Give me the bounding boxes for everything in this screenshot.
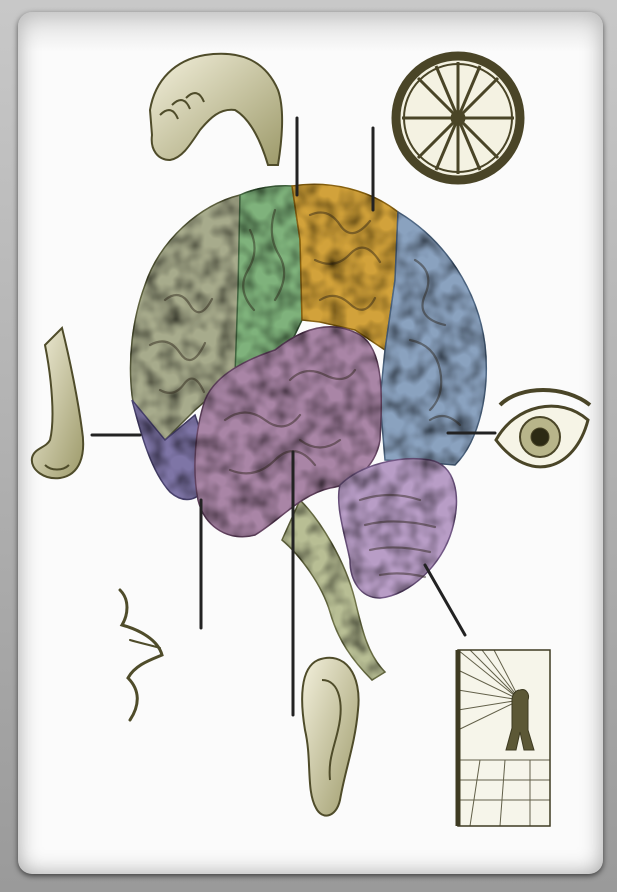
figure-room-illustration xyxy=(458,650,550,826)
lobe-occipital xyxy=(380,212,486,465)
ear-illustration xyxy=(302,658,358,816)
mouth-illustration xyxy=(120,590,162,720)
wheel-illustration xyxy=(396,56,520,180)
hand-illustration xyxy=(150,54,282,165)
brain xyxy=(131,184,487,680)
cerebellum xyxy=(339,459,457,598)
nose-illustration xyxy=(32,328,83,478)
eye-illustration xyxy=(496,390,590,467)
line-figure xyxy=(425,565,465,635)
lobe-somatosensory xyxy=(292,184,398,350)
